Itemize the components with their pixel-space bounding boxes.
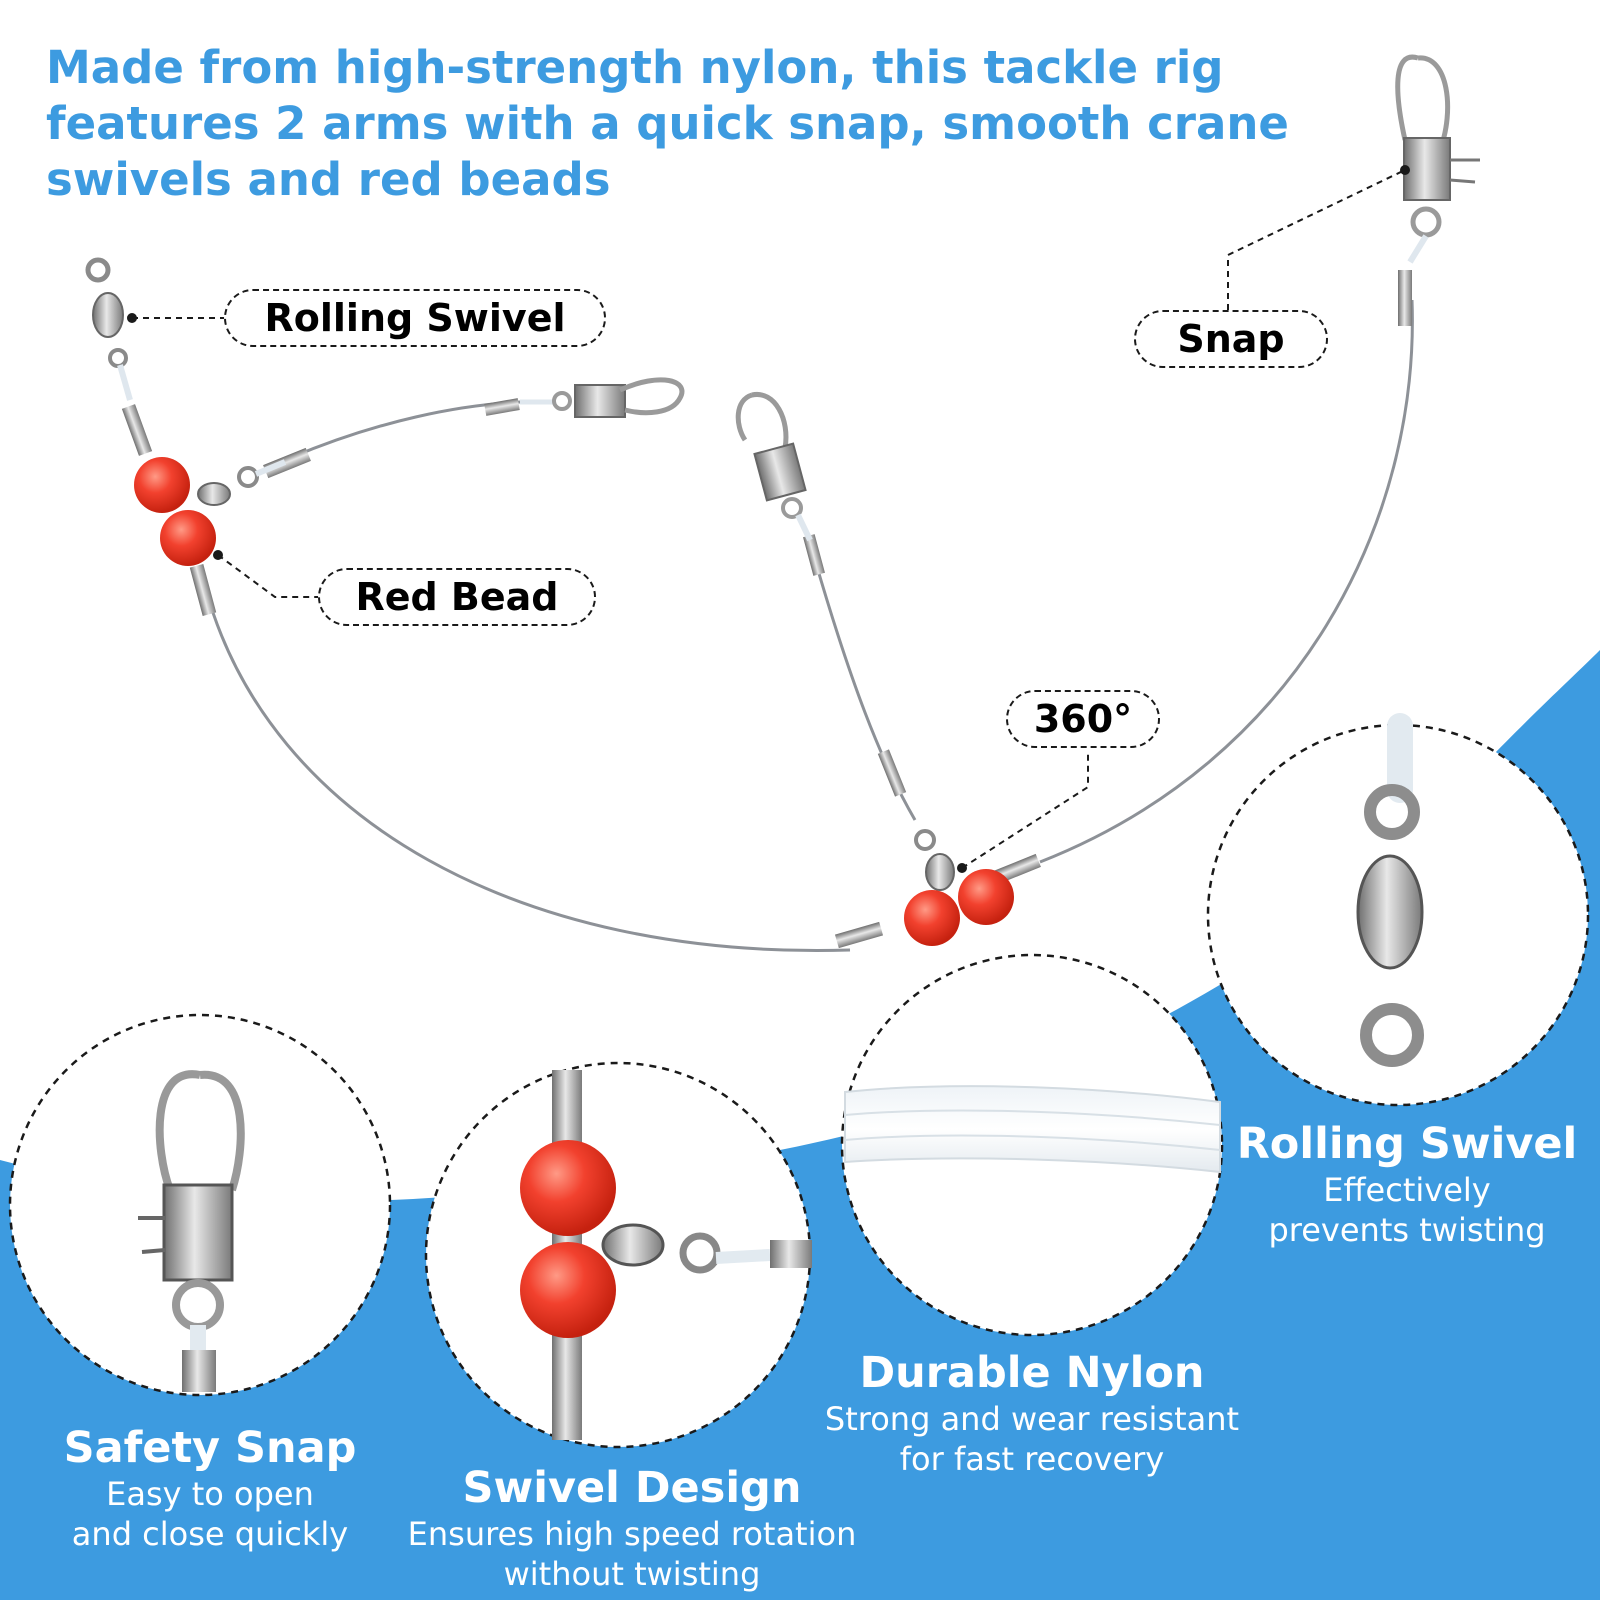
callout-snap-label: Snap — [1177, 317, 1285, 361]
feature-desc: Ensures high speed rotation — [407, 1515, 857, 1553]
feature-desc: and close quickly — [71, 1515, 349, 1553]
feature-desc: Strong and wear resistant — [824, 1400, 1240, 1438]
callout-rolling-swivel-label: Rolling Swivel — [264, 296, 566, 340]
callout-rotation: 360° — [1006, 690, 1160, 748]
callout-red-bead-label: Red Bead — [355, 575, 559, 619]
callout-leaders — [132, 169, 1406, 869]
feature-safety-snap: Safety Snap Easy to open and close quick… — [30, 1422, 390, 1554]
feature-title: Safety Snap — [63, 1423, 357, 1473]
feature-desc: without twisting — [503, 1555, 761, 1593]
feature-title: Rolling Swivel — [1236, 1119, 1578, 1169]
callout-rolling-swivel: Rolling Swivel — [224, 289, 606, 347]
callout-dots — [127, 165, 1410, 873]
main-leader-line — [204, 299, 1414, 953]
zoom-safety-snap — [8, 1013, 392, 1397]
feature-durable-nylon: Durable Nylon Strong and wear resistant … — [792, 1347, 1272, 1479]
feature-rolling-swivel: Rolling Swivel Effectively prevents twis… — [1222, 1118, 1592, 1250]
feature-desc: Effectively — [1323, 1171, 1491, 1209]
feature-desc: prevents twisting — [1268, 1211, 1546, 1249]
zoom-durable-nylon — [840, 953, 1224, 1337]
zoom-swivel-design — [424, 1061, 812, 1449]
blue-wave-background — [0, 650, 1600, 1600]
callout-red-bead: Red Bead — [318, 568, 596, 626]
callout-snap: Snap — [1134, 310, 1328, 368]
red-beads-left — [134, 457, 287, 566]
feature-desc: Easy to open — [106, 1475, 314, 1513]
left-dropper-snap — [520, 377, 685, 418]
middle-dropper-snap — [735, 392, 936, 851]
feature-title: Durable Nylon — [859, 1348, 1205, 1398]
feature-desc: for fast recovery — [899, 1440, 1165, 1478]
feature-title: Swivel Design — [462, 1463, 802, 1513]
feature-swivel-design: Swivel Design Ensures high speed rotatio… — [372, 1462, 892, 1594]
red-beads-center — [904, 853, 1014, 946]
top-right-snap — [1395, 54, 1480, 264]
zoom-rolling-swivel — [1206, 713, 1590, 1107]
rolling-swivel-part — [85, 257, 133, 401]
crimp-sleeves — [121, 270, 1412, 949]
headline: Made from high-strength nylon, this tack… — [46, 41, 1289, 206]
callout-rotation-label: 360° — [1033, 697, 1133, 741]
